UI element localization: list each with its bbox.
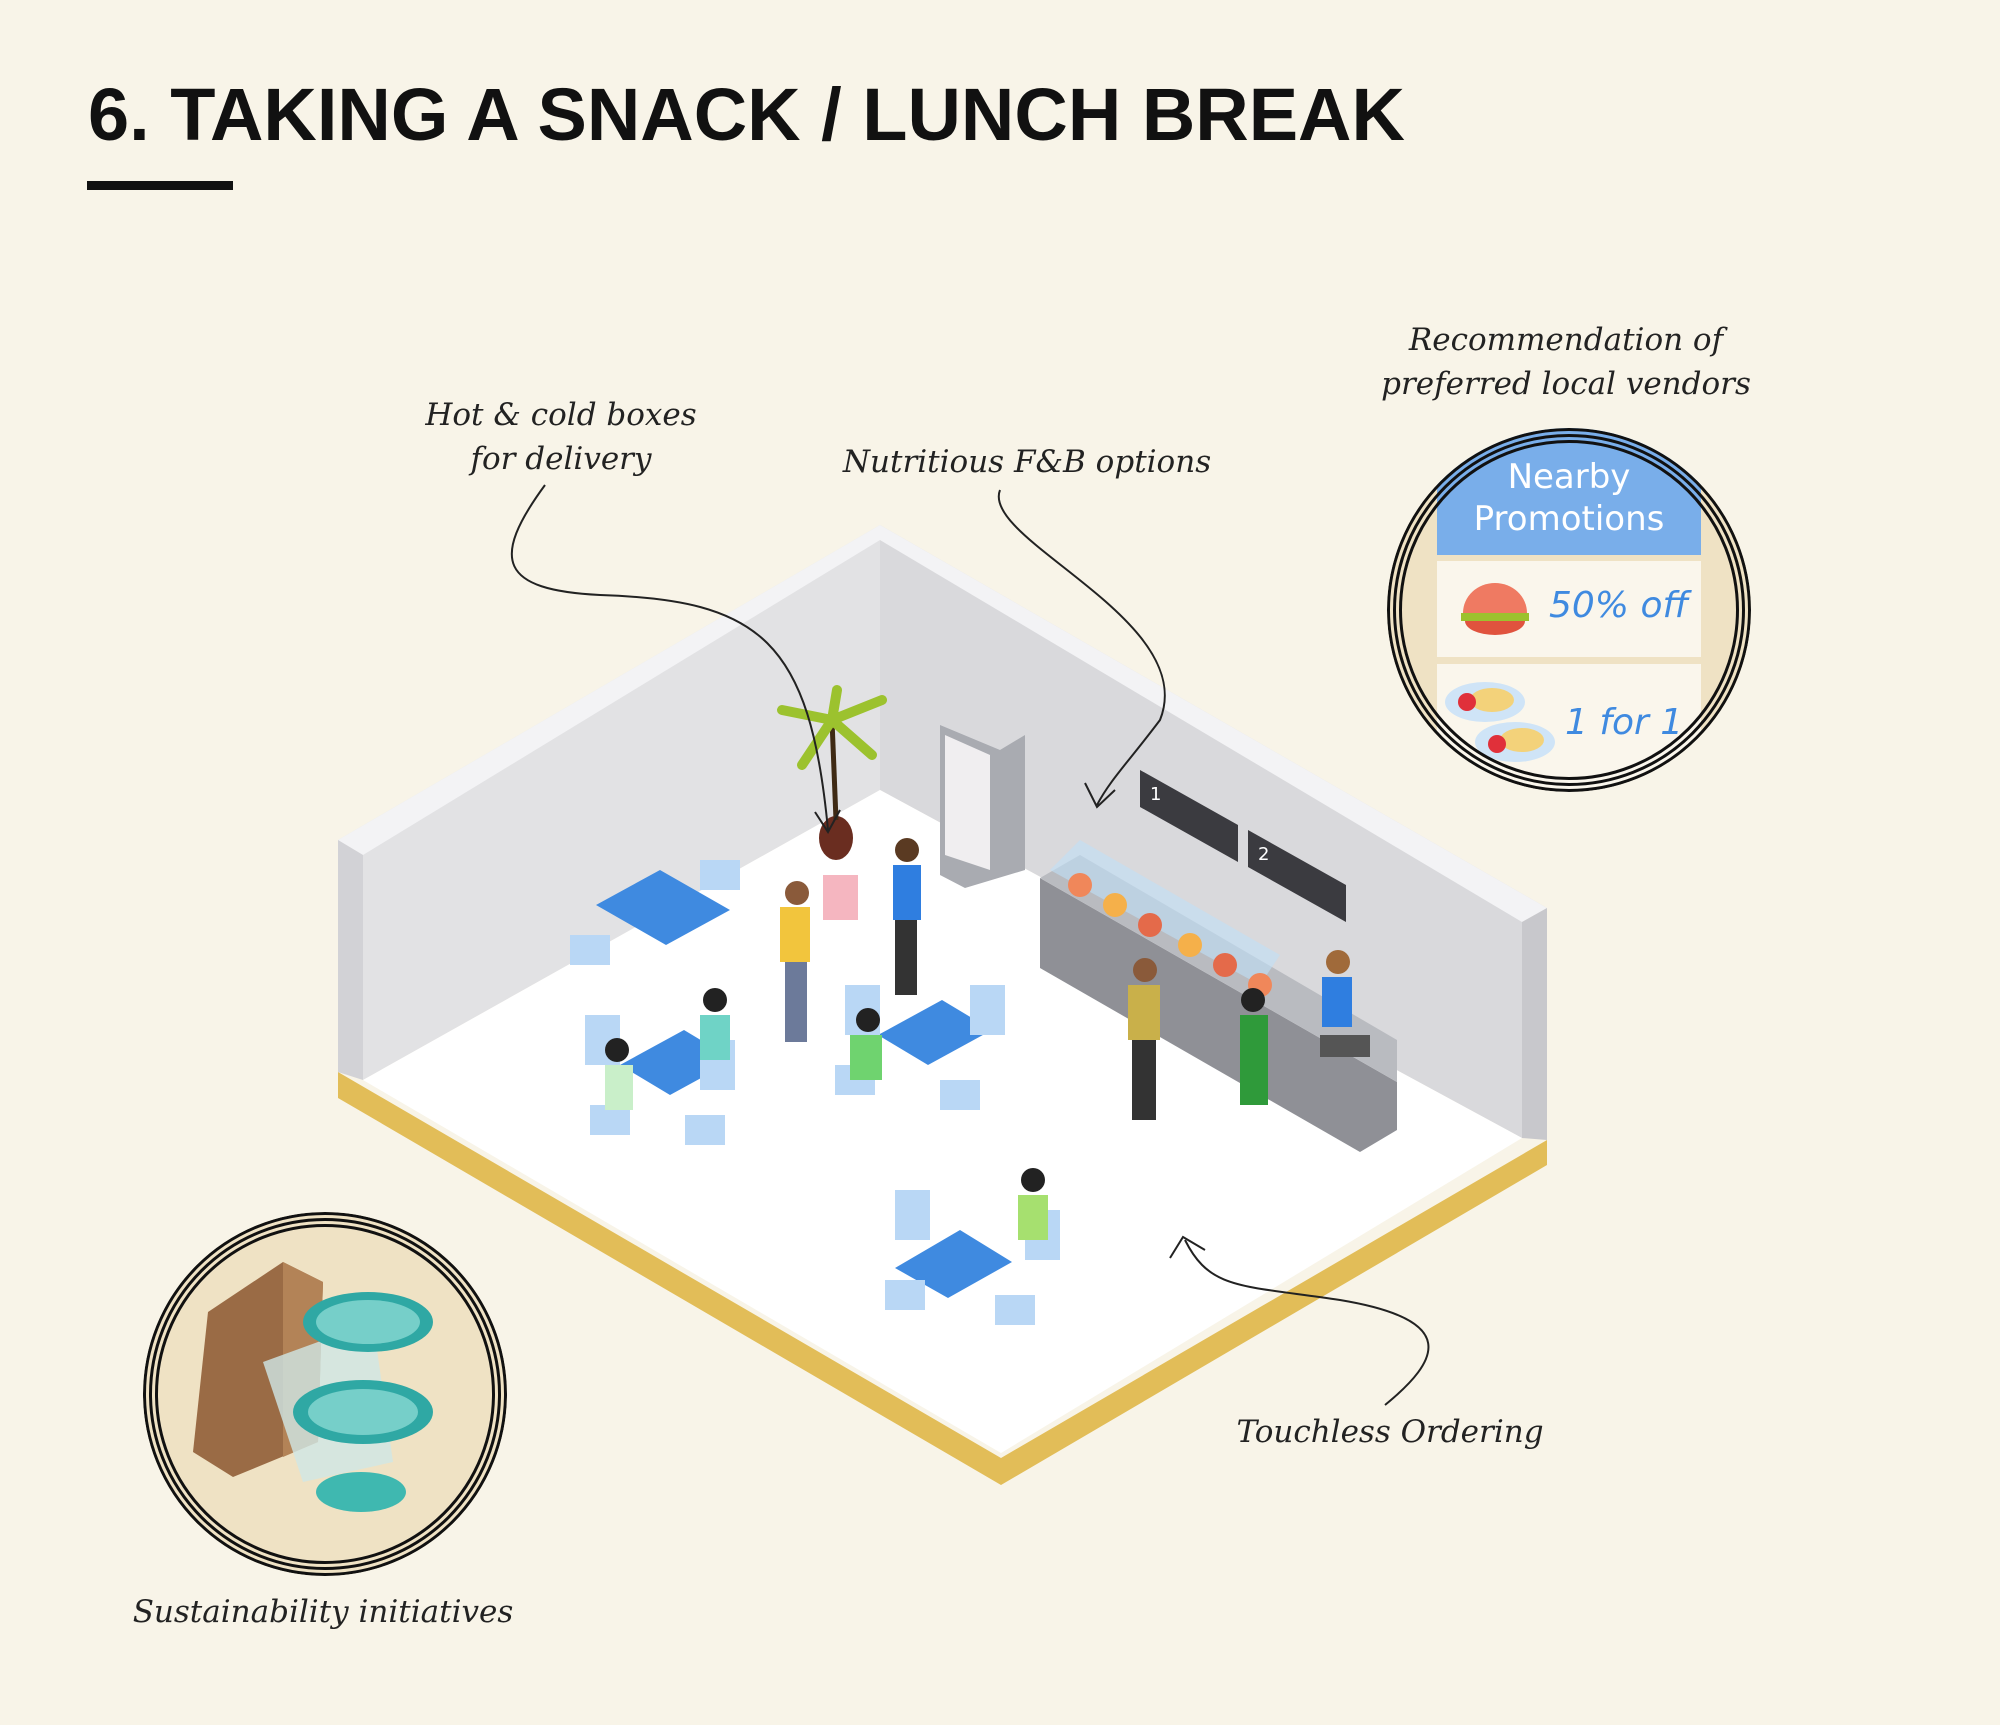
menu-board-2: 2	[1248, 830, 1346, 922]
left-wall	[338, 525, 880, 1080]
arrow-delivery	[510, 484, 829, 831]
nearby-promotions-badge: Nearby Promotions 50% off 1 for 1	[1387, 428, 1751, 792]
callout-delivery: Hot & cold boxes for delivery	[425, 393, 696, 481]
promo-text-50-off: 50% off	[1549, 585, 1689, 626]
promotions-header-line1: Nearby	[1507, 457, 1631, 497]
people	[605, 838, 1352, 1240]
floor	[363, 790, 1522, 1453]
title-underline	[87, 181, 233, 190]
food-counter	[1040, 840, 1397, 1152]
callout-sustainability: Sustainability initiatives	[132, 1594, 514, 1630]
burger-icon	[1461, 583, 1529, 635]
arrow-touchless	[1184, 1239, 1430, 1406]
menu-board-1: 1	[1140, 770, 1238, 862]
sustainability-badge	[143, 1212, 507, 1576]
arrow-nutritious	[997, 489, 1166, 806]
promo-item-burger: 50% off	[1437, 561, 1701, 657]
promo-item-pasta: 1 for 1	[1437, 664, 1701, 792]
delivery-box	[823, 875, 858, 920]
callout-vendors-line2: preferred local vendors	[1381, 366, 1751, 402]
callout-delivery-line2: for delivery	[470, 441, 652, 477]
page-title: 6. TAKING A SNACK / LUNCH BREAK	[88, 73, 1405, 156]
callout-vendors-line1: Recommendation of	[1408, 322, 1724, 358]
callout-delivery-line1: Hot & cold boxes	[425, 397, 697, 433]
pasta-icon	[1445, 682, 1555, 762]
callout-touchless: Touchless Ordering	[1236, 1414, 1544, 1450]
callout-vendors: Recommendation of preferred local vendor…	[1381, 318, 1751, 406]
reusable-containers-icon	[193, 1262, 433, 1512]
svg-text:1: 1	[1150, 784, 1161, 805]
plant-pot	[819, 816, 853, 860]
promotions-header: Nearby Promotions	[1437, 428, 1701, 555]
promo-text-1-for-1: 1 for 1	[1565, 702, 1684, 743]
callout-nutritious: Nutritious F&B options	[842, 444, 1212, 480]
promotions-header-line2: Promotions	[1473, 499, 1665, 539]
svg-text:2: 2	[1258, 844, 1269, 865]
